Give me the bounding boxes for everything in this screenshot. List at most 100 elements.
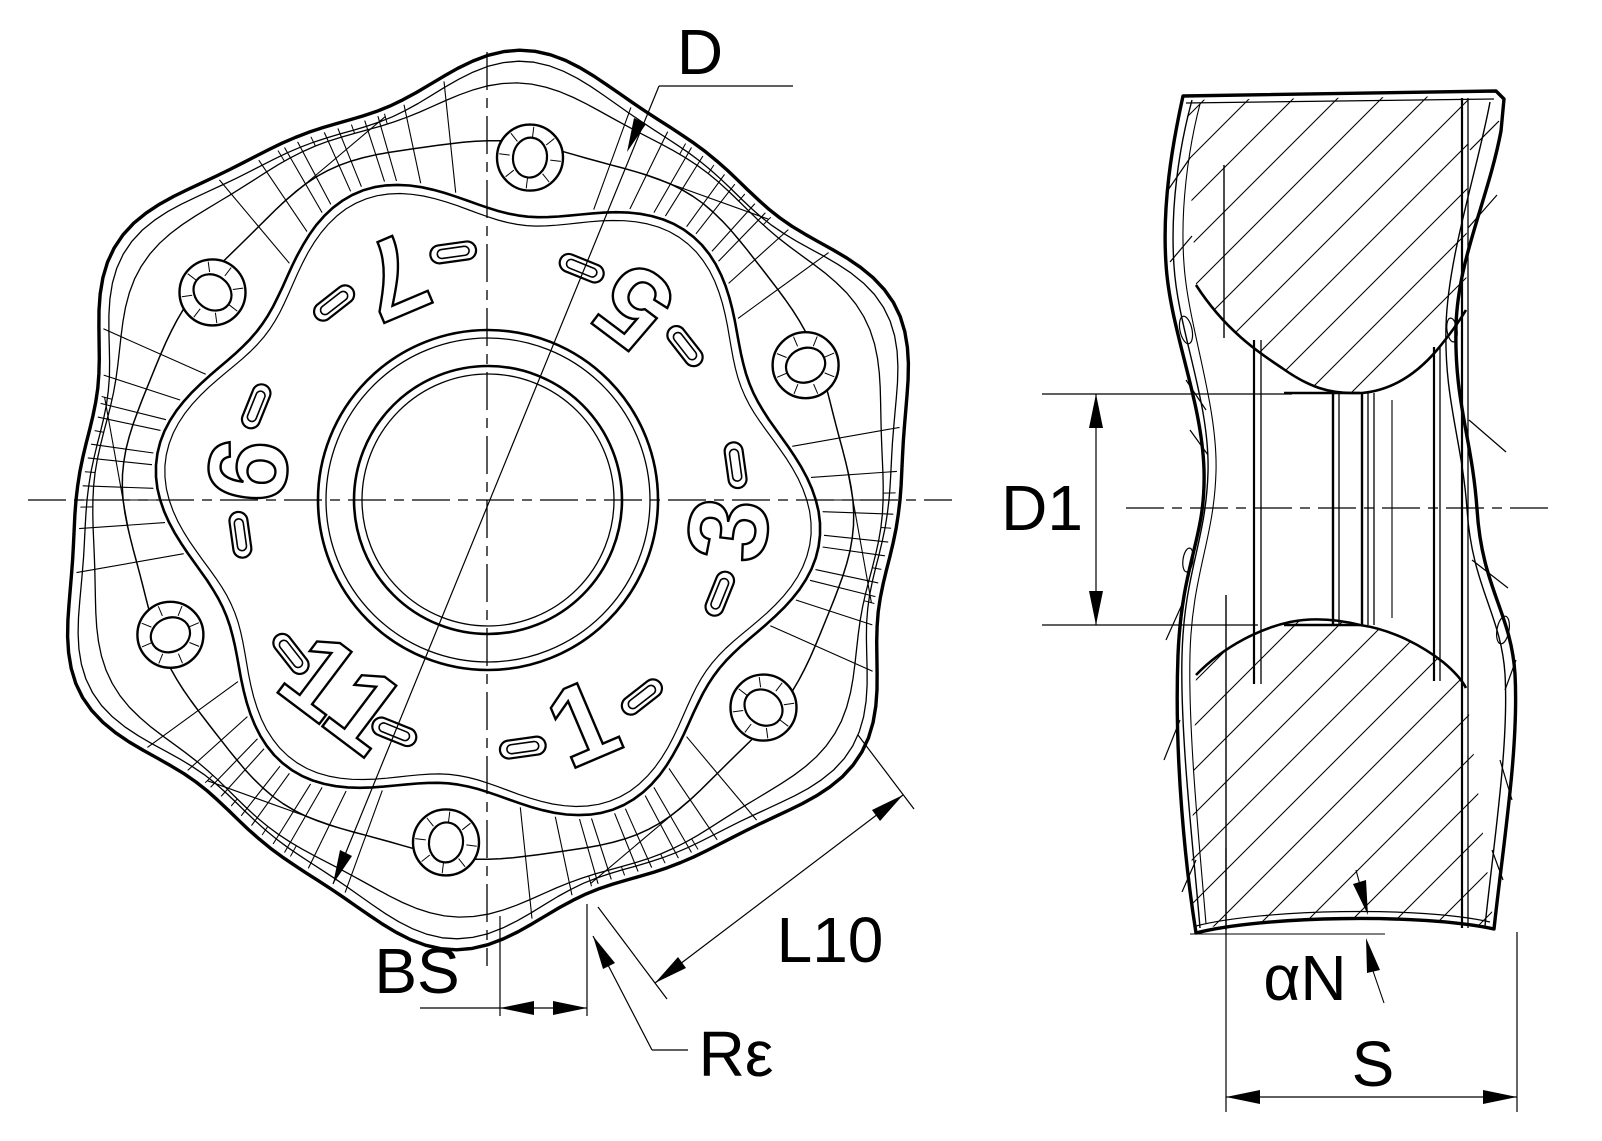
- rim-facet-line: [578, 818, 599, 884]
- index-slot: [498, 735, 547, 760]
- rim-facet-line: [590, 818, 612, 880]
- rim-facet-line: [337, 128, 362, 187]
- hatch-line: [0, 40, 516, 1060]
- hatch-line: [1186, 96, 1468, 393]
- side-facet-line: [1468, 419, 1507, 453]
- side-view-geometry: [1163, 89, 1518, 935]
- side-facet-line: [1165, 599, 1185, 641]
- rim-facet-line: [101, 396, 113, 400]
- hatch-line: [1186, 96, 1397, 393]
- dimension-label-r-epsilon: Rε: [699, 1018, 774, 1090]
- rim-facet-line: [880, 527, 892, 529]
- hatch-line: [68, 40, 1088, 1060]
- rim-facet-line: [103, 328, 206, 375]
- hatch-line: [1431, 619, 1494, 931]
- arrowhead: [627, 118, 646, 152]
- rim-facet-line: [230, 798, 238, 807]
- side-bump-detail: [1182, 547, 1194, 573]
- rim-facet-line: [323, 132, 352, 192]
- index-slot: [620, 678, 664, 716]
- index-slot: [666, 324, 704, 368]
- hatch-line: [1186, 96, 1468, 393]
- dimension-s: S: [1225, 848, 1518, 1112]
- hatch-line: [1186, 96, 1468, 393]
- arrowhead: [872, 795, 903, 821]
- side-bump-detail: [1178, 315, 1194, 345]
- hatch-line: [1520, 40, 1602, 1060]
- dimension-alpha-n: αN: [1190, 869, 1385, 1014]
- rim-facet-line: [686, 174, 725, 228]
- side-facet-line: [1499, 759, 1513, 801]
- rim-facet-line: [823, 534, 889, 543]
- dimension-label-d: D: [677, 16, 723, 88]
- side-facet-line: [1185, 379, 1207, 411]
- arrowhead: [553, 1001, 587, 1015]
- rim-facet-line: [762, 216, 772, 226]
- hatch-line: [1211, 96, 1468, 393]
- rim-facet-line: [809, 579, 876, 598]
- hatch-line: [1186, 96, 1468, 393]
- hatch-line: [1186, 96, 1468, 393]
- rim-facet-line: [707, 164, 715, 174]
- rim-facet-line: [664, 155, 704, 217]
- hatch-line: [1564, 40, 1602, 1060]
- hatch-line: [0, 40, 340, 1060]
- hatch-line: [0, 40, 164, 1060]
- rim-facet-line: [384, 113, 388, 125]
- peripheral-pocket: [495, 123, 565, 192]
- peripheral-pocket: [178, 258, 247, 327]
- rim-facet-line: [590, 795, 696, 884]
- hatch-line: [1190, 619, 1494, 931]
- rim-facet-line: [695, 183, 736, 235]
- side-facet-line: [1491, 849, 1504, 881]
- section-hatching-bottom: [0, 40, 1602, 1060]
- rim-facet-line: [220, 748, 265, 797]
- hatch-line: [1190, 619, 1494, 931]
- rim-facet-line: [280, 116, 386, 205]
- hatch-line: [1186, 96, 1441, 393]
- hatch-line: [112, 40, 1132, 1060]
- rim-facet-line: [737, 252, 829, 319]
- rim-facet-line: [91, 443, 154, 454]
- peripheral-pocket: [411, 808, 481, 877]
- rim-facet-line: [104, 397, 130, 532]
- rim-facet-line: [620, 866, 626, 876]
- rim-facet-line: [103, 374, 181, 401]
- dimension-d1: D1: [1001, 393, 1292, 626]
- edge-number: 9: [182, 432, 314, 509]
- bore-funnel-top: [1194, 284, 1468, 395]
- index-slot: [558, 252, 605, 284]
- rim-facet-line: [240, 765, 281, 817]
- hatch-line: [1190, 619, 1494, 931]
- rim-facet-line: [350, 124, 356, 134]
- rim-facet-line: [307, 790, 347, 869]
- arrowhead: [1353, 880, 1368, 915]
- hatch-line: [1186, 96, 1468, 393]
- arrowhead: [1089, 394, 1103, 428]
- hatch-line: [0, 40, 736, 1060]
- rim-facet-line: [668, 768, 718, 841]
- rim-facet-line: [872, 567, 882, 570]
- rim-facet-line: [588, 875, 592, 887]
- hatch-line: [68, 40, 1088, 1060]
- rim-facet-line: [691, 838, 699, 850]
- rim-facet-line: [593, 107, 632, 210]
- rim-facet-line: [100, 402, 167, 421]
- hatch-line: [0, 40, 252, 1060]
- rim-facet-line: [284, 147, 323, 213]
- dimension-r-epsilon: Rε: [592, 935, 774, 1090]
- arrowhead: [1366, 938, 1380, 973]
- rim-facet-line: [97, 416, 161, 431]
- dimension-label-bs: BS: [374, 935, 459, 1007]
- side-facet-line: [1467, 194, 1498, 229]
- arrowhead: [1226, 1090, 1260, 1104]
- rim-facet-line: [815, 569, 879, 584]
- rim-facet-line: [629, 131, 669, 210]
- index-slot: [240, 383, 272, 430]
- hatch-line: [1190, 619, 1494, 931]
- rim-facet-line: [653, 147, 692, 213]
- dimension-label-d1: D1: [1001, 472, 1083, 544]
